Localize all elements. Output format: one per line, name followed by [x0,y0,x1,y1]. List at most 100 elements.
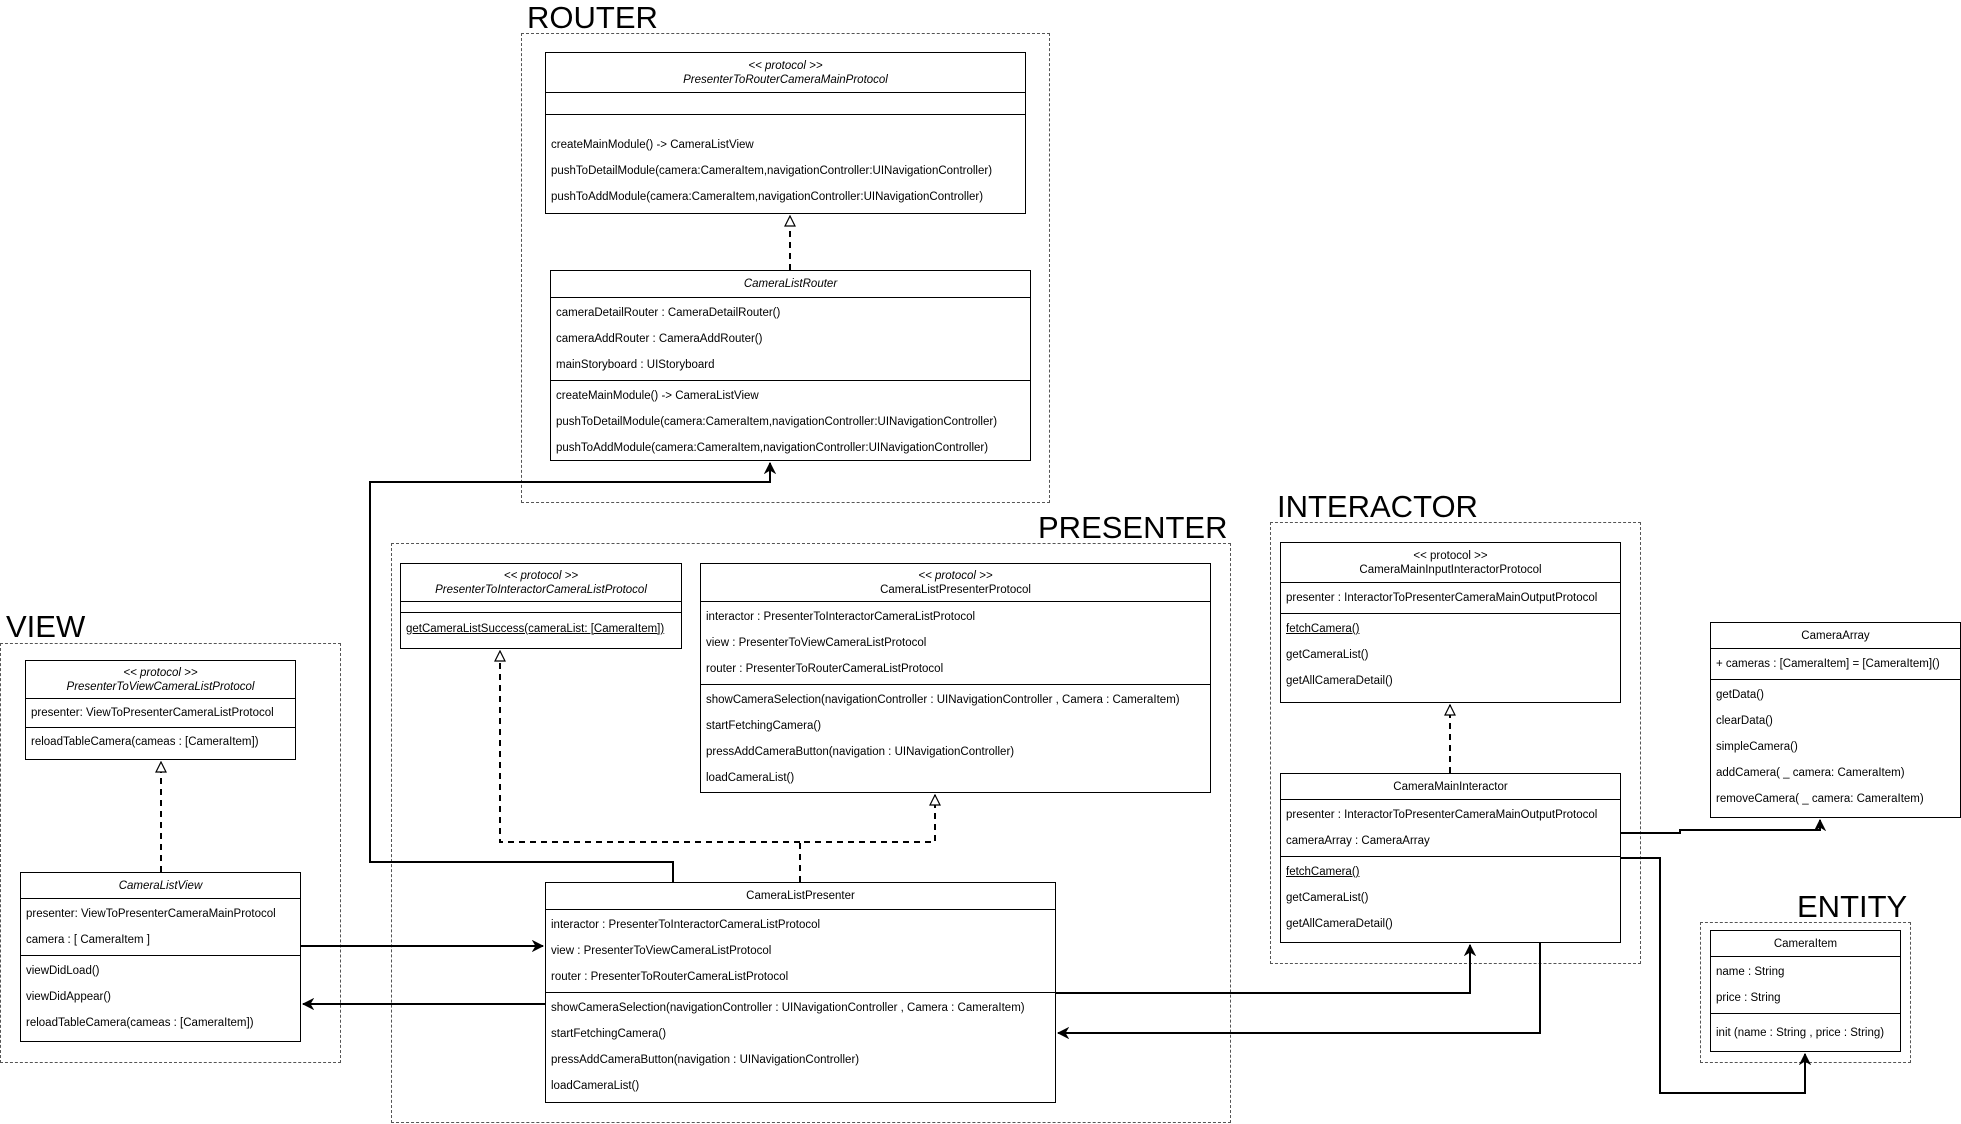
camera-list-router-class[interactable]: CameraListRouter cameraDetailRouter : Ca… [550,270,1031,461]
attributes-section: presenter: ViewToPresenterCameraListProt… [26,699,295,728]
class-stereotype: << protocol >> [503,569,579,582]
method-row: loadCameraList() [551,1080,640,1092]
method-row: fetchCamera() [1286,866,1360,878]
camera-array-class[interactable]: CameraArray + cameras : [CameraItem] = [… [1710,622,1961,818]
attributes-section: presenter : InteractorToPresenterCameraM… [1281,800,1620,857]
interactor-region-title: INTERACTOR [1277,489,1478,524]
attributes-section: name : String price : String [1711,957,1900,1014]
class-header: << protocol >> CameraMainInputInteractor… [1281,543,1620,583]
method-row: getCameraListSuccess(cameraList: [Camera… [406,623,665,635]
presenter-to-interactor-protocol-class[interactable]: << protocol >> PresenterToInteractorCame… [400,563,682,649]
method-row: getAllCameraDetail() [1286,675,1393,687]
attribute-row: interactor : PresenterToInteractorCamera… [551,919,821,931]
attribute-row: cameraAddRouter : CameraAddRouter() [556,333,763,345]
method-row: fetchCamera() [1286,623,1360,635]
router-protocol-class[interactable]: << protocol >> PresenterToRouterCameraMa… [545,52,1026,214]
attribute-row: camera : [ CameraItem ] [26,934,150,946]
attribute-row: presenter: ViewToPresenterCameraMainProt… [26,908,276,920]
class-header: << protocol >> PresenterToRouterCameraMa… [546,53,1025,93]
methods-section: getData() clearData() simpleCamera() add… [1711,680,1960,814]
attributes-section: presenter : InteractorToPresenterCameraM… [1281,583,1620,614]
interactor-to-presenter-edge [1058,943,1541,1033]
presenter-to-interactor-edge [1056,945,1470,994]
attributes-section: + cameras : [CameraItem] = [CameraItem](… [1711,649,1960,680]
class-name: CameraListPresenter [746,890,855,902]
attribute-row: name : String [1716,966,1785,978]
attribute-row: presenter: ViewToPresenterCameraListProt… [31,707,274,719]
class-header: CameraListView [21,873,300,899]
attribute-row: price : String [1716,992,1781,1004]
method-row: createMainModule() -> CameraListView [556,390,759,402]
method-row: createMainModule() -> CameraListView [551,139,754,151]
class-name: CameraListView [118,879,203,892]
view-protocol-class[interactable]: << protocol >> PresenterToViewCameraList… [25,660,296,760]
method-row: getCameraList() [1286,892,1369,904]
class-name: PresenterToInteractorCameraListProtocol [435,583,647,596]
method-row: viewDidAppear() [26,991,112,1003]
class-header: CameraListPresenter [546,883,1055,910]
method-row: pushToDetailModule(camera:CameraItem,nav… [556,416,998,428]
camera-item-class[interactable]: CameraItem name : String price : String … [1710,930,1901,1052]
class-name: CameraMainInputInteractorProtocol [1359,563,1542,576]
attribute-row: view : PresenterToViewCameraListProtocol [706,637,927,649]
attributes-section: presenter: ViewToPresenterCameraMainProt… [21,899,300,956]
class-header: << protocol >> PresenterToInteractorCame… [401,564,681,602]
attributes-section: cameraDetailRouter : CameraDetailRouter(… [551,298,1030,381]
method-row: simpleCamera() [1716,741,1798,753]
attributes-section [401,602,681,613]
entity-region-title: ENTITY [1797,889,1908,924]
attribute-row: router : PresenterToRouterCameraListProt… [706,663,944,675]
method-row: reloadTableCamera(cameas : [CameraItem]) [31,736,259,748]
class-header: << protocol >> PresenterToViewCameraList… [26,661,295,699]
camera-list-presenter-protocol-class[interactable]: << protocol >> CameraListPresenterProtoc… [700,563,1211,793]
camera-list-view-class[interactable]: CameraListView presenter: ViewToPresente… [20,872,301,1042]
class-stereotype: << protocol >> [123,666,198,679]
method-row: getCameraList() [1286,649,1369,661]
attribute-row: mainStoryboard : UIStoryboard [556,359,715,371]
class-name: PresenterToViewCameraListProtocol [66,680,255,693]
methods-section: reloadTableCamera(cameas : [CameraItem]) [26,728,295,756]
interactor-to-camera-array-edge [1621,820,1820,834]
presenter-region [391,543,1231,1123]
methods-section: showCameraSelection(navigationController… [701,685,1210,792]
class-stereotype: << protocol >> [1413,549,1488,562]
method-row: pressAddCameraButton(navigation : UINavi… [706,746,1015,758]
method-row: pushToAddModule(camera:CameraItem,naviga… [556,442,989,454]
camera-list-presenter-class[interactable]: CameraListPresenter interactor : Present… [545,882,1056,1103]
class-name: CameraMainInteractor [1393,780,1508,793]
method-row: init (name : String , price : String) [1716,1027,1885,1039]
method-row: loadCameraList() [706,772,795,784]
class-name: CameraArray [1801,629,1870,642]
attribute-row: cameraArray : CameraArray [1286,835,1430,847]
method-row: viewDidLoad() [26,965,100,977]
presenter-protocol-realization-edge [799,795,935,882]
methods-section: viewDidLoad() viewDidAppear() reloadTabl… [21,956,300,1038]
attribute-row: router : PresenterToRouterCameraListProt… [551,971,789,983]
attribute-row: interactor : PresenterToInteractorCamera… [706,611,976,623]
class-name: PresenterToRouterCameraMainProtocol [683,73,888,86]
class-header: CameraMainInteractor [1281,774,1620,800]
presenter-region-title: PRESENTER [1038,510,1228,545]
method-row: addCamera( _ camera: CameraItem) [1716,767,1905,779]
method-row: pressAddCameraButton(navigation : UINavi… [551,1054,860,1066]
class-header: CameraListRouter [551,271,1030,298]
methods-section: getCameraListSuccess(cameraList: [Camera… [401,613,681,644]
attribute-row: presenter : InteractorToPresenterCameraM… [1286,592,1598,604]
method-row: reloadTableCamera(cameas : [CameraItem]) [26,1017,254,1029]
camera-main-interactor-class[interactable]: CameraMainInteractor presenter : Interac… [1280,773,1621,943]
method-row: showCameraSelection(navigationController… [551,1002,1025,1014]
methods-section: fetchCamera() getCameraList() getAllCame… [1281,614,1620,696]
interactor-protocol-class[interactable]: << protocol >> CameraMainInputInteractor… [1280,542,1621,703]
view-region-title: VIEW [6,609,86,644]
methods-section: showCameraSelection(navigationController… [546,993,1055,1101]
interactor-region [1270,522,1641,964]
class-header: CameraItem [1711,931,1900,957]
router-region [521,33,1050,503]
attributes-section [546,93,1025,115]
methods-section: createMainModule() -> CameraListView pus… [546,115,1025,212]
class-stereotype: << protocol >> [918,569,993,582]
methods-section: createMainModule() -> CameraListView pus… [551,381,1030,460]
attribute-row: presenter : InteractorToPresenterCameraM… [1286,809,1598,821]
methods-section: fetchCamera() getCameraList() getAllCame… [1281,857,1620,939]
